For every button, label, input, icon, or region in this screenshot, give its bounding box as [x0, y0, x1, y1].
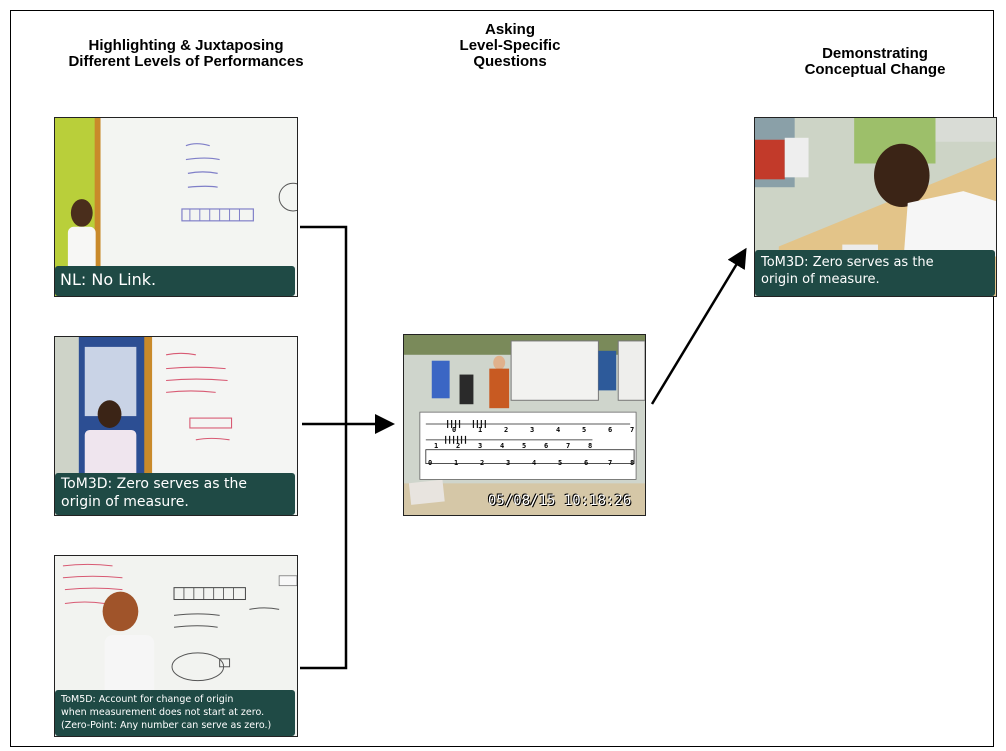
number-line-bottom-label-0: 0 [428, 459, 433, 467]
caption-nl-line-1: NL: No Link. [60, 270, 157, 289]
number-line-bottom-label-7: 7 [608, 459, 613, 467]
number-line-bottom-label-6: 6 [584, 459, 589, 467]
caption-conceptual-change: ToM3D: Zero serves as the origin of meas… [755, 250, 995, 296]
number-line-top-label-0: 0 [452, 426, 457, 434]
number-line-top-label-6: 6 [608, 426, 613, 434]
heading-right: Demonstrating Conceptual Change [755, 46, 995, 78]
number-line-top-label-1: 1 [478, 426, 483, 434]
caption-tom5d-line-3: (Zero-Point: Any number can serve as zer… [61, 720, 272, 731]
number-line-bottom-label-8: 8 [630, 459, 635, 467]
heading-left: Highlighting & Juxtaposing Different Lev… [30, 38, 342, 70]
number-line-mid-label-1: 1 [434, 442, 439, 450]
number-line-mid-label-4: 4 [500, 442, 505, 450]
heading-middle: Asking Level-Specific Questions [420, 22, 600, 70]
number-line-top-label-5: 5 [582, 426, 587, 434]
number-line-bottom-label-5: 5 [558, 459, 563, 467]
caption-tom3d-line-2: origin of measure. [61, 494, 189, 510]
number-line-top-label-3: 3 [530, 426, 535, 434]
caption-change-line-2: origin of measure. [761, 272, 880, 287]
number-line-bottom-label-1: 1 [454, 459, 459, 467]
heading-right-line-2: Conceptual Change [804, 61, 946, 78]
caption-tom3d: ToM3D: Zero serves as the origin of meas… [55, 473, 295, 515]
number-line-bottom-label-3: 3 [506, 459, 511, 467]
caption-nl: NL: No Link. [55, 266, 295, 296]
number-line-bottom-label-4: 4 [532, 459, 537, 467]
caption-tom5d: ToM5D: Account for change of origin when… [55, 690, 295, 736]
classroom-number-line-image [404, 335, 645, 515]
heading-right-line-1: Demonstrating [822, 45, 928, 62]
caption-tom3d-line-1: ToM3D: Zero serves as the [61, 476, 247, 492]
heading-middle-line-3: Questions [473, 53, 547, 70]
number-line-top-label-2: 2 [504, 426, 509, 434]
number-line-top-label-4: 4 [556, 426, 561, 434]
photo-conceptual-change: ToM3D: Zero serves as the origin of meas… [754, 117, 997, 297]
heading-middle-line-1: Asking [484, 21, 535, 38]
number-line-mid-label-7: 7 [566, 442, 571, 450]
caption-tom5d-line-1: ToM5D: Account for change of origin [61, 694, 234, 705]
number-line-mid-label-8: 8 [588, 442, 593, 450]
photo-tom5d-student: ToM5D: Account for change of origin when… [54, 555, 298, 737]
number-line-mid-label-3: 3 [478, 442, 483, 450]
photo-tom3d-student: ToM3D: Zero serves as the origin of meas… [54, 336, 298, 516]
photo-teacher-questioning: 0 1 2 3 4 5 6 7 1 2 3 4 5 6 7 8 0 1 2 3 … [403, 334, 646, 516]
caption-change-line-1: ToM3D: Zero serves as the [761, 255, 934, 270]
number-line-mid-label-5: 5 [522, 442, 527, 450]
number-line-mid-label-6: 6 [544, 442, 549, 450]
figure-frame [10, 10, 994, 747]
video-timestamp: 05/08/15 10:18:26 [488, 493, 632, 509]
number-line-mid-label-2: 2 [456, 442, 461, 450]
photo-nl-student: NL: No Link. [54, 117, 298, 297]
heading-left-line-1: Highlighting & Juxtaposing [88, 37, 284, 54]
heading-middle-line-2: Level-Specific [459, 37, 561, 54]
heading-left-line-2: Different Levels of Performances [68, 53, 304, 70]
number-line-bottom-label-2: 2 [480, 459, 485, 467]
number-line-top-label-7: 7 [630, 426, 635, 434]
caption-tom5d-line-2: when measurement does not start at zero. [61, 707, 265, 718]
